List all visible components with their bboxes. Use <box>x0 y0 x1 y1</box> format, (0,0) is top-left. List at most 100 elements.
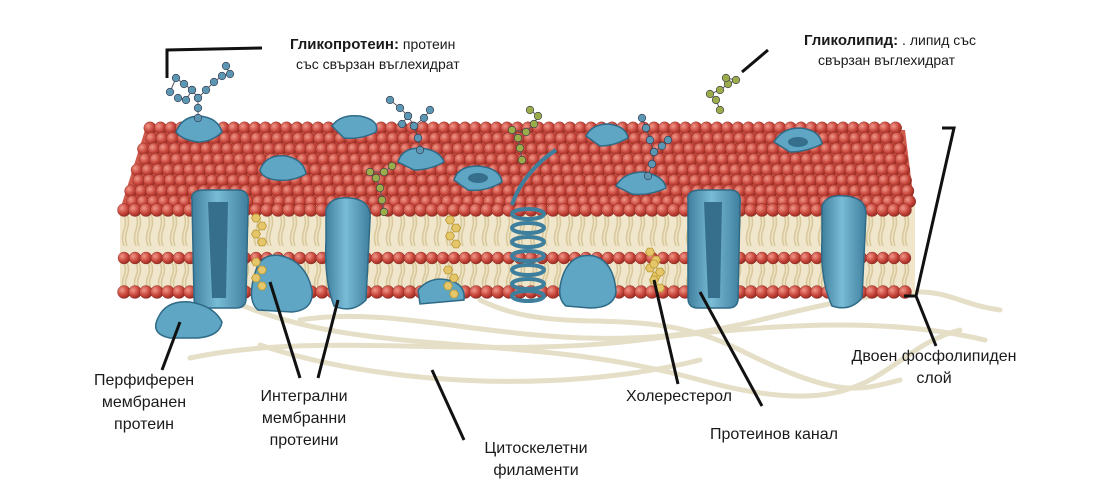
integral-protein-far-right <box>820 194 867 309</box>
cholesterol-ring <box>251 257 261 267</box>
phospholipid-head <box>139 251 153 265</box>
lipid-tail <box>661 213 670 247</box>
phospholipid-head <box>381 251 395 265</box>
alpha-helix-protein <box>510 148 558 303</box>
glycoprotein-label: Гликопротеин: протеин <box>290 34 455 55</box>
cholesterol-ring <box>451 223 461 233</box>
protein-channel-label: Протеинов канал <box>694 424 854 446</box>
phospholipid-head <box>799 251 813 265</box>
integral-line-1: Интегрални <box>260 388 348 405</box>
lipid-tail <box>397 213 406 247</box>
sugar-unit <box>711 95 721 105</box>
phospholipid-head <box>414 251 428 265</box>
sugar-unit <box>643 171 653 181</box>
phospholipid-head <box>897 163 911 177</box>
cholesterol-label: Холерестерол <box>614 386 744 408</box>
lipid-tail <box>301 213 310 247</box>
lipid-tail <box>493 213 502 247</box>
sugar-unit <box>395 103 405 113</box>
phospholipid-head <box>612 251 626 265</box>
lipid-tail <box>781 213 790 247</box>
sugar-unit <box>375 183 385 193</box>
cholesterol-ring <box>443 281 453 291</box>
sugar-unit <box>165 87 175 97</box>
lipid-tail <box>421 213 430 247</box>
lipid-tail <box>433 213 442 247</box>
phospholipid-head <box>161 251 175 265</box>
cytoskeletal-line-2: филаменти <box>493 462 579 479</box>
cholesterol-ring <box>257 281 267 291</box>
sugar-unit <box>647 159 657 169</box>
sugar-unit <box>657 141 667 151</box>
phospholipid-head <box>898 203 912 217</box>
sugar-unit <box>507 125 517 135</box>
integral-protein-right-of-channel <box>324 197 371 310</box>
sugar-unit <box>403 111 413 121</box>
lipid-tail <box>577 213 586 247</box>
sugar-unit <box>193 113 203 123</box>
phospholipid-head <box>128 251 142 265</box>
lipid-tail <box>181 213 190 247</box>
sugar-unit <box>525 105 535 115</box>
lipid-tail <box>889 213 898 247</box>
sugar-unit <box>193 93 203 103</box>
phospholipid-head <box>766 251 780 265</box>
lipid-tail <box>625 213 634 247</box>
bilayer-line-2: слой <box>916 370 952 387</box>
phospholipid-head <box>744 251 758 265</box>
lipid-tail <box>277 213 286 247</box>
bilayer-label: Двоен фосфолипиден слой <box>836 346 1032 390</box>
phospholipid-head <box>392 251 406 265</box>
protein-channel-text: Протеинов канал <box>710 426 838 443</box>
bottom-globular-protein <box>559 254 617 309</box>
sugar-unit <box>641 123 651 133</box>
cholesterol-ring <box>645 247 655 257</box>
integral-line-3: протеини <box>269 432 339 449</box>
phospholipid-head <box>876 251 890 265</box>
lipid-tail <box>745 213 754 247</box>
glycoprotein-desc-1: протеин <box>402 36 456 52</box>
phospholipid-head <box>425 251 439 265</box>
phospholipid-head <box>890 132 904 145</box>
lipid-tail <box>565 213 574 247</box>
cytoskeletal-filaments <box>187 289 1003 399</box>
phospholipid-head <box>546 251 560 265</box>
lipid-tail <box>385 213 394 247</box>
sugar-unit <box>221 61 231 71</box>
cholesterol-ring <box>655 267 665 277</box>
lipid-tail <box>865 213 874 247</box>
glycolipid-desc-1: . липид със <box>902 32 977 48</box>
sugar-unit <box>425 105 435 115</box>
glycoprotein-title: Гликопротеин: <box>290 36 399 53</box>
protein-channel-right <box>687 189 742 309</box>
phospholipid-head <box>889 121 902 135</box>
carbohydrate-chains <box>165 61 741 217</box>
sugar-unit <box>171 73 181 83</box>
cholesterol-text: Холерестерол <box>626 388 732 405</box>
sugar-unit <box>365 167 375 177</box>
lipid-tail <box>313 261 322 291</box>
cholesterol-ring <box>257 265 267 275</box>
lipid-tail <box>181 261 190 291</box>
phospholipid-head <box>865 251 879 265</box>
lipid-tail <box>589 213 598 247</box>
glycolipid-title: Гликолипид: <box>804 32 899 49</box>
phospholipid-head <box>893 142 906 156</box>
integral-line-2: мембранни <box>261 410 347 427</box>
cholesterol-ring <box>649 259 659 269</box>
cholesterol-ring <box>251 229 261 239</box>
phospholipid-head <box>898 251 912 265</box>
sugar-unit <box>201 85 211 95</box>
sugar-unit <box>173 93 183 103</box>
phospholipid-head <box>557 251 571 265</box>
sugar-unit <box>731 75 741 85</box>
sugar-unit <box>409 121 419 131</box>
sugar-unit <box>225 69 235 79</box>
cytoskeletal-line-1: Цитоскелетни <box>484 440 588 457</box>
phospholipid-head <box>403 251 417 265</box>
sugar-unit <box>705 89 715 99</box>
glycolipid-label: Гликолипид: . липид със <box>804 30 976 51</box>
lipid-tail <box>169 213 178 247</box>
sugar-unit <box>377 195 387 205</box>
